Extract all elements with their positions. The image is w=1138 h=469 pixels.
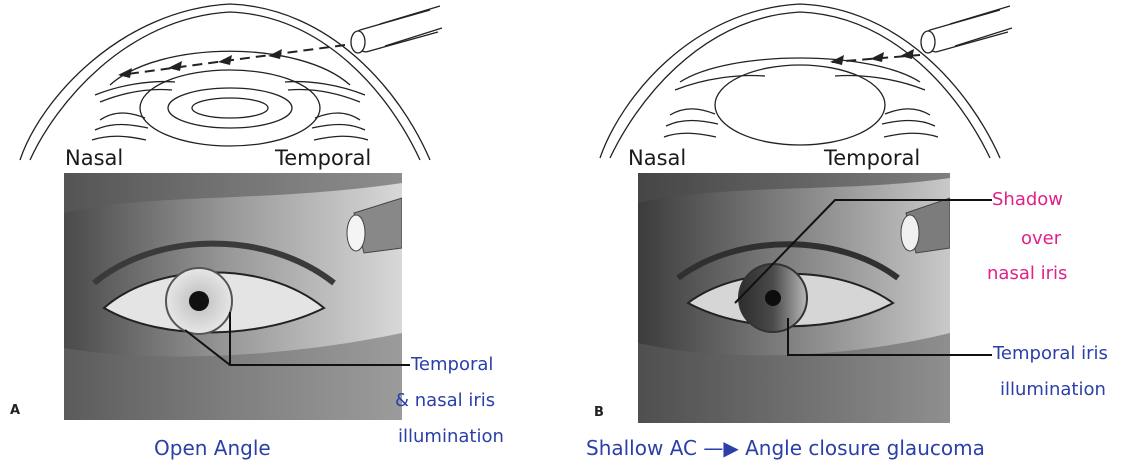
figure-letter-b: B: [594, 405, 604, 420]
annotation-temporal: Temporal: [411, 354, 493, 375]
annotation-nasal-iris-shadow: nasal iris: [987, 263, 1067, 284]
panel-angle-closure: Nasal Temporal: [580, 0, 1138, 469]
caption-angle-closure: Shallow AC —▶ Angle closure glaucoma: [586, 436, 985, 460]
figure-letter-a: A: [10, 403, 20, 418]
caption-open-angle: Open Angle: [154, 436, 271, 460]
annotation-nasal-iris: & nasal iris: [395, 390, 495, 411]
annotation-illumination: illumination: [398, 426, 504, 447]
annotation-temporal-iris: Temporal iris: [993, 343, 1108, 364]
annotation-shadow: Shadow: [992, 189, 1063, 210]
annotation-illumination-b: illumination: [1000, 379, 1106, 400]
annotation-over: over: [1021, 228, 1061, 249]
panel-open-angle: Nasal Temporal: [0, 0, 560, 469]
